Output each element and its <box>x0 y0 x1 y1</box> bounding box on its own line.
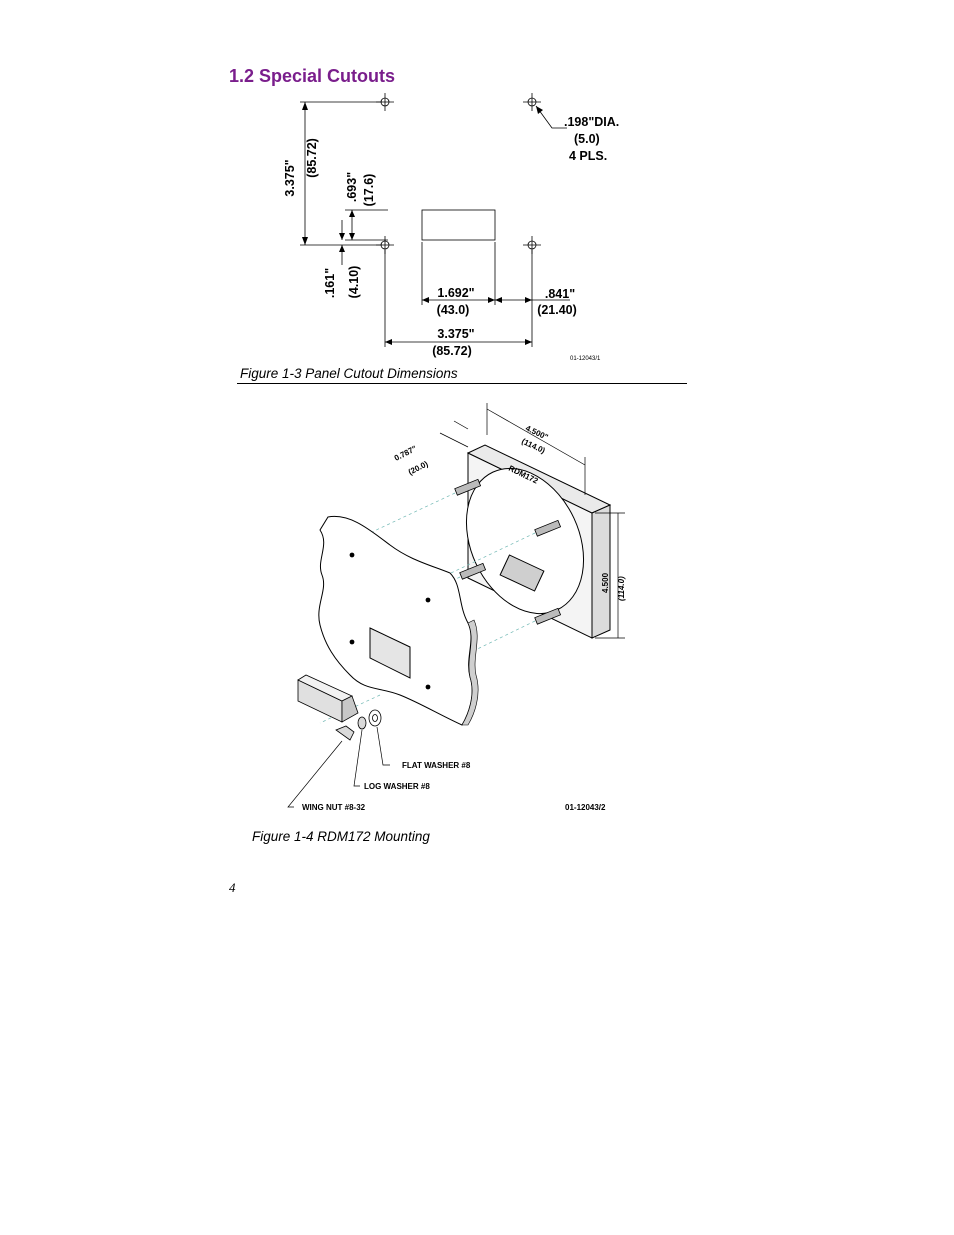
height-mm-label-2: (114.0) <box>617 576 626 601</box>
height-in-label-2: 4.500 <box>601 572 610 593</box>
width-mm-label: (85.72) <box>432 344 472 358</box>
slot-width-mm-label: (43.0) <box>437 303 470 317</box>
offset-in-label: .161" <box>323 268 337 298</box>
slot-height-in-label: .693" <box>345 172 359 202</box>
depth-mm-label: (20.0) <box>407 459 430 477</box>
width-in-label: 3.375" <box>437 327 474 341</box>
height-in-label: 3.375" <box>283 159 297 196</box>
log-washer-label: LOG WASHER #8 <box>364 782 430 791</box>
flat-washer-label: FLAT WASHER #8 <box>402 761 471 770</box>
connector-socket <box>499 554 545 592</box>
hole-count-label: 4 PLS. <box>569 149 607 163</box>
hole-mark-top-right <box>523 93 541 111</box>
edge-in-label: .841" <box>545 287 575 301</box>
section-heading: 1.2 Special Cutouts <box>229 66 396 86</box>
slot-height-mm-label: (17.6) <box>362 174 376 207</box>
drawing-number-2: 01-12043/2 <box>565 803 606 812</box>
panel-slot <box>369 627 411 679</box>
panel-cutout-diagram: .198"DIA. (5.0) 4 PLS. 3.375" (85.72) .6… <box>283 93 619 362</box>
hole-dia-label: .198"DIA. <box>564 115 619 129</box>
depth-in-label: 0.787" <box>393 444 418 463</box>
slot-width-in-label: 1.692" <box>437 286 474 300</box>
mounting-diagram: FLAT WASHER #8 LOG WASHER #8 WING NUT #8… <box>287 403 626 812</box>
height-mm-label: (85.72) <box>305 138 319 178</box>
figure-caption: Figure 1-3 Panel Cutout Dimensions <box>240 366 458 381</box>
figure-caption-2: Figure 1-4 RDM172 Mounting <box>252 829 430 844</box>
page-number: 4 <box>229 880 236 895</box>
divider <box>237 383 687 384</box>
slot-cutout <box>421 209 496 241</box>
hole-dia-mm-label: (5.0) <box>574 132 600 146</box>
drawing-number: 01-12043/1 <box>570 356 601 362</box>
offset-mm-label: (4.10) <box>347 266 361 299</box>
edge-mm-label: (21.40) <box>537 303 577 317</box>
wing-nut <box>335 725 355 741</box>
wing-nut-label: WING NUT #8-32 <box>302 803 366 812</box>
